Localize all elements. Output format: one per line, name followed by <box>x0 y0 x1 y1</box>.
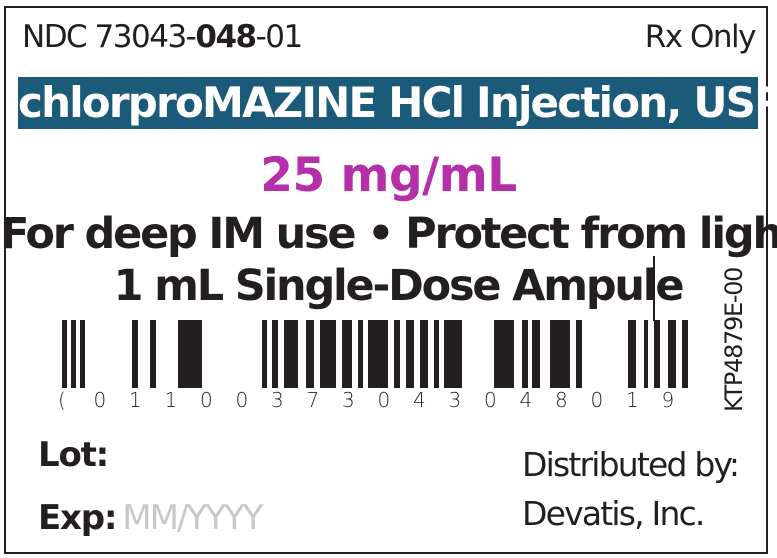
barcode-digit: 3 <box>342 388 355 412</box>
product-name-banner: chlorproMAZINE HCl Injection, USP <box>18 77 777 129</box>
barcode-digit: 0 <box>200 388 213 412</box>
barcode-digit: 0 <box>484 388 497 412</box>
barcode-digit: 4 <box>519 388 533 412</box>
barcode <box>62 320 712 388</box>
barcode-bar <box>358 320 363 388</box>
barcode-digit: 8 <box>555 388 568 412</box>
exp-field: Exp:MM/YYYY <box>38 498 264 538</box>
ndc-suffix: -01 <box>255 19 304 55</box>
barcode-bar <box>342 320 352 388</box>
barcode-bar <box>654 320 660 388</box>
barcode-bar <box>420 320 428 388</box>
barcode-bar <box>178 320 202 388</box>
exp-label: Exp: <box>38 498 118 538</box>
distributed-by-label: Distributed by: <box>522 445 740 484</box>
text-cursor-line <box>653 256 655 321</box>
package-description: 1 mL Single-Dose Ampule <box>113 261 685 311</box>
ndc-prefix: NDC 73043- <box>22 19 197 55</box>
ndc-product-code: 048 <box>195 19 257 55</box>
barcode-digit: 1 <box>626 388 639 412</box>
lot-label: Lot: <box>38 435 109 475</box>
ndc-code: NDC 73043-048-01 <box>22 19 304 55</box>
barcode-bar <box>576 320 582 388</box>
barcode-bar <box>522 320 528 388</box>
barcode-digit: 0 <box>235 388 249 412</box>
barcode-digit: 1 <box>164 388 178 412</box>
side-code: KTP4879E-00 <box>720 267 748 412</box>
barcode-bar <box>368 320 388 388</box>
barcode-digit: 9 <box>661 388 675 412</box>
barcode-bar <box>306 320 314 388</box>
barcode-bar <box>434 320 439 388</box>
strength: 25 mg/mL <box>260 148 517 203</box>
barcode-bar <box>272 320 278 388</box>
barcode-bar <box>532 320 540 388</box>
exp-placeholder: MM/YYYY <box>122 498 263 538</box>
barcode-bar <box>494 320 514 388</box>
use-instructions: For deep IM use • Protect from light <box>0 209 777 259</box>
barcode-bar <box>71 320 76 388</box>
barcode-bar <box>394 320 400 388</box>
rx-only-text: Rx Only <box>644 19 757 55</box>
barcode-digit: 0 <box>93 388 107 412</box>
barcode-bar <box>320 320 336 388</box>
barcode-bar <box>80 320 85 388</box>
barcode-digit: 4 <box>413 388 426 412</box>
barcode-bar <box>62 320 67 388</box>
barcode-bar <box>284 320 298 388</box>
barcode-bar <box>444 320 462 388</box>
barcode-digit: 0 <box>377 388 391 412</box>
barcode-digit: 7 <box>306 388 320 412</box>
barcode-digit: 1 <box>129 388 142 412</box>
distributor-name: Devatis, Inc. <box>522 494 705 533</box>
product-name: chlorproMAZINE HCl Injection, USP <box>18 78 777 127</box>
barcode-bar <box>628 320 636 388</box>
barcode-digit: 0 <box>590 388 604 412</box>
barcode-bar <box>406 320 414 388</box>
barcode-digit: 3 <box>448 388 462 412</box>
barcode-bar <box>668 320 676 388</box>
barcode-digit: 3 <box>271 388 284 412</box>
barcode-bar <box>150 320 156 388</box>
barcode-bar <box>644 320 648 388</box>
barcode-digit: ( <box>58 388 66 412</box>
barcode-bar <box>132 320 138 388</box>
label-border <box>4 6 768 554</box>
barcode-bar <box>550 320 570 388</box>
barcode-bar <box>262 320 267 388</box>
barcode-bar <box>682 320 688 388</box>
